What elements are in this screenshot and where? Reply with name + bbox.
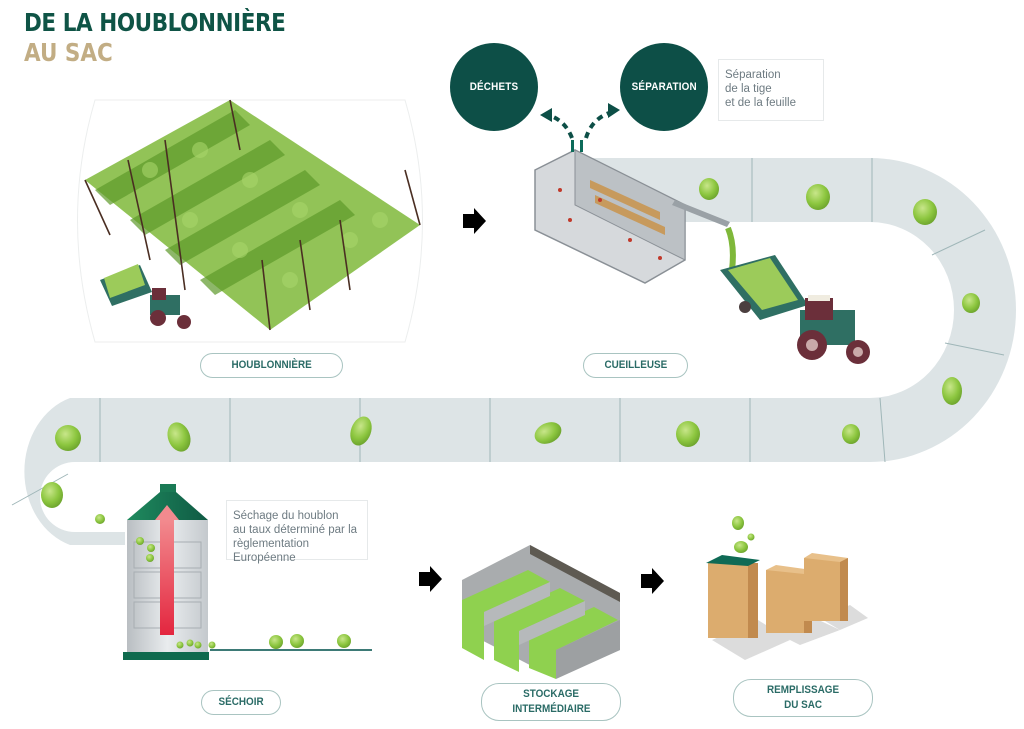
sechage-note-line: règlementation Européenne <box>233 538 310 564</box>
separation-note-line: de la tige <box>725 83 772 95</box>
bags-illustration <box>706 516 868 660</box>
sechage-note-line: Séchage du houblon <box>233 510 339 522</box>
stage-houblonniere[interactable]: HOUBLONNIÈRE <box>200 353 343 378</box>
separation-note-line: Séparation <box>725 69 781 81</box>
stage-label: CUEILLEUSE <box>604 359 667 371</box>
sechage-note-line: au taux déterminé par la <box>233 524 358 536</box>
separation-note-line: et de la feuille <box>725 97 796 109</box>
stage-label-line1: STOCKAGE <box>523 688 579 700</box>
conveyor-track <box>11 158 1016 545</box>
stage-remplissage[interactable]: REMPLISSAGE DU SAC <box>733 679 873 717</box>
dechets-label: DÉCHETS <box>469 81 519 93</box>
dechets-circle: DÉCHETS <box>450 43 538 131</box>
separation-label: SÉPARATION <box>631 81 697 93</box>
tractor-illustration <box>720 255 870 364</box>
dryer-silo-illustration <box>123 484 372 660</box>
page-subtitle: AU SAC <box>24 38 113 67</box>
hop-cones <box>41 178 980 524</box>
stage-cueilleuse[interactable]: CUEILLEUSE <box>583 353 688 378</box>
output-arrows <box>547 110 613 139</box>
stage-label-line2: DU SAC <box>784 699 822 711</box>
hop-field-illustration <box>77 99 423 343</box>
picking-machine-illustration <box>534 140 736 284</box>
sechage-note: Séchage du houblon au taux déterminé par… <box>226 500 368 564</box>
stage-label: HOUBLONNIÈRE <box>231 359 312 371</box>
separation-circle: SÉPARATION <box>620 43 708 131</box>
stage-label: SÉCHOIR <box>218 696 264 708</box>
separation-note: Séparation de la tige et de la feuille <box>718 59 824 121</box>
storage-bins-illustration <box>462 545 620 679</box>
stage-label-line2: INTERMÉDIAIRE <box>511 703 591 715</box>
page-title: DE LA HOUBLONNIÈRE <box>24 8 286 37</box>
stage-label-line1: REMPLISSAGE <box>766 684 840 696</box>
stage-stockage[interactable]: STOCKAGE INTERMÉDIAIRE <box>481 683 621 721</box>
stage-sechoir[interactable]: SÉCHOIR <box>201 690 281 715</box>
